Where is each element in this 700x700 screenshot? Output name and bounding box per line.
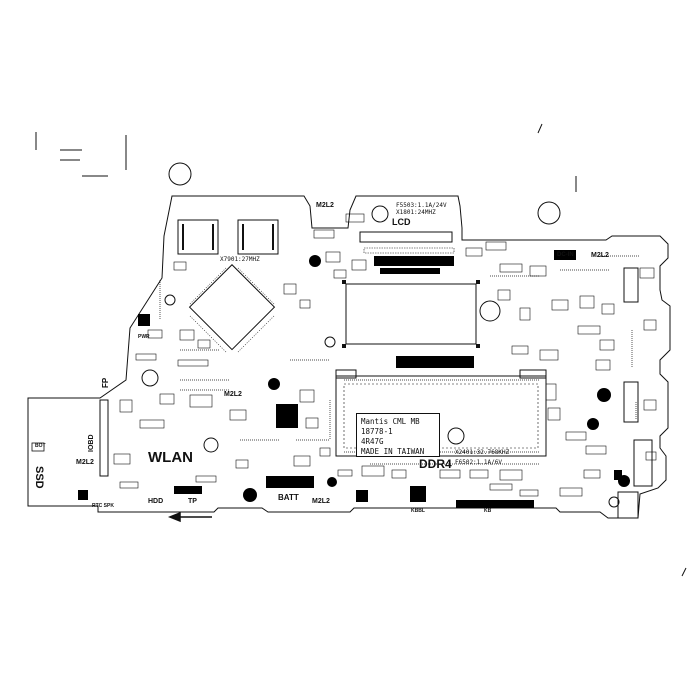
label-pwr: PWR xyxy=(138,334,150,340)
mounting-hole-outer-right xyxy=(537,201,561,225)
label-kbbl: KBBL xyxy=(411,508,425,514)
mounting-hole-outer-left xyxy=(168,162,192,186)
mounting-hole-left xyxy=(141,369,159,387)
mounting-hole-topleft xyxy=(164,294,176,306)
component-footprints xyxy=(113,213,657,497)
label-hdd: HDD xyxy=(148,498,164,505)
right-ic-black xyxy=(614,470,622,480)
m2l2-bottom-pad xyxy=(356,490,368,502)
pch-chip-corners xyxy=(342,280,480,348)
batt-connector xyxy=(266,476,314,488)
pin-strips xyxy=(159,255,640,465)
ddr4-latch-right xyxy=(519,369,547,379)
ddr4-slot-inner xyxy=(343,383,539,449)
lcd-connector-body-2 xyxy=(380,268,440,274)
label-bot: BOT xyxy=(35,443,46,449)
info-line-origin: MADE IN TAIWAN xyxy=(361,447,425,456)
board-info-box: Mantis CML MB 18778-1 4R47G MADE IN TAIW… xyxy=(356,413,440,457)
left-arrow-icon xyxy=(167,511,212,523)
label-kb: KB xyxy=(484,508,492,514)
usb-connector-mid xyxy=(623,381,639,423)
fp-connector xyxy=(99,399,109,477)
lcd-connector-body xyxy=(374,256,454,266)
label-fuse-top: F5503:1.1A/24V xyxy=(396,202,447,209)
label-xtal-left: X7901:27MHZ xyxy=(220,256,260,263)
label-iobd: IOBD xyxy=(88,434,95,453)
label-fp: FP xyxy=(101,377,110,388)
mounting-hole-lower xyxy=(608,496,620,508)
tp-connector xyxy=(174,486,202,494)
ic-black-iobd xyxy=(78,490,88,500)
ddr4-slot-outline xyxy=(335,375,547,457)
label-m2l2-right: M2L2 xyxy=(591,252,609,259)
cpu-chip-outline xyxy=(188,264,276,351)
lcd-connector xyxy=(359,231,453,243)
info-line-model: Mantis CML MB xyxy=(361,417,420,426)
label-rtc-spk: RTC SPK xyxy=(92,503,114,509)
label-xtal-top: X1801:24MHZ xyxy=(396,209,436,216)
mounting-hole-top xyxy=(371,205,389,223)
label-m2l2-mid: M2L2 xyxy=(224,391,242,398)
kbbl-connector xyxy=(410,486,426,502)
kb-connector xyxy=(456,500,534,508)
memory-chip-left xyxy=(177,219,219,255)
mounting-hole-center xyxy=(479,300,501,322)
usb-connector-bottom xyxy=(633,439,653,487)
label-ddr4: DDR4 xyxy=(419,457,452,471)
info-line-number: 18778-1 xyxy=(361,427,393,436)
dcin-connector xyxy=(554,250,576,260)
ddr4-latch-left xyxy=(335,369,357,379)
label-m2l2-top: M2L2 xyxy=(316,202,334,209)
label-fuse-bottom: F6502:1.1A/6V xyxy=(455,459,502,466)
board-outline xyxy=(27,195,671,519)
pch-chip-outline xyxy=(345,283,477,345)
memory-chip-right xyxy=(237,219,279,255)
bot-tag-box xyxy=(31,442,45,452)
label-lcd: LCD xyxy=(392,217,411,227)
ic-black-mid xyxy=(276,404,298,428)
label-xtal-bottom: X2401:32.768KHZ xyxy=(455,449,510,456)
label-batt: BATT xyxy=(278,493,299,502)
label-m2l2-bottom: M2L2 xyxy=(312,498,330,505)
audio-jack xyxy=(617,491,639,519)
label-ssd: SSD xyxy=(33,466,45,489)
memory-chip-pads xyxy=(182,224,274,250)
label-wlan: WLAN xyxy=(148,449,193,466)
mounting-hole-ddr xyxy=(447,427,465,445)
usb-connector-top xyxy=(623,267,639,303)
cpu-chip-pads xyxy=(189,267,275,353)
stray-marks xyxy=(35,123,687,577)
ic-black-bar xyxy=(396,356,474,368)
lcd-connector-pins xyxy=(363,247,455,254)
label-dcin: DC-IN xyxy=(557,252,574,258)
label-m2l2-left: M2L2 xyxy=(76,459,94,466)
label-tp: TP xyxy=(188,498,197,505)
standoff-dots xyxy=(243,255,630,502)
mounting-hole-small xyxy=(324,336,336,348)
mounting-hole-wlan xyxy=(203,437,219,453)
info-line-part: 4R47G xyxy=(361,437,384,446)
ic-black-small-left xyxy=(138,314,150,326)
